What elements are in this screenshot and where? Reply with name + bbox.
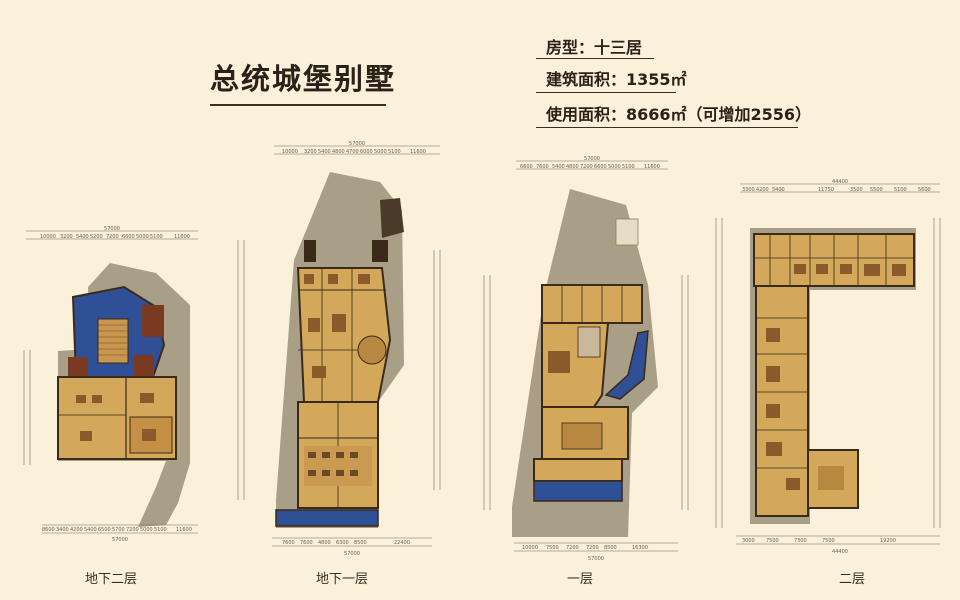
dimension-label: 5100 xyxy=(388,149,401,155)
dimension-label: 5400 xyxy=(318,149,331,155)
dimension-label: 7600 xyxy=(282,540,295,546)
dimension-label: 10000 xyxy=(40,234,56,240)
dimension-label: 6500 xyxy=(98,527,111,533)
floor-label-1f: 一层 xyxy=(566,572,594,587)
dimension-label: 57000 xyxy=(584,156,600,162)
dimension-label: 10000 xyxy=(282,149,298,155)
dimension-label: 44400 xyxy=(832,549,848,555)
dimension-label: 11600 xyxy=(174,234,190,240)
dimension-label: 11600 xyxy=(176,527,192,533)
spec-divider xyxy=(536,127,798,128)
dimension-label: 5400 xyxy=(76,234,89,240)
dimension-label: 19200 xyxy=(880,538,896,544)
floor-label-b1: 地下一层 xyxy=(315,572,369,587)
dimension-label: 6600 xyxy=(594,164,607,170)
dimension-label: 57000 xyxy=(104,226,120,232)
dimension-label: 3400 xyxy=(56,527,69,533)
dimension-label: 3300 xyxy=(742,187,755,193)
dimension-label: 5700 xyxy=(112,527,125,533)
spec-build-area: 建筑面积：1355㎡ xyxy=(546,70,687,89)
dimension-label: 57000 xyxy=(344,551,360,557)
title-underline xyxy=(210,104,386,106)
dimension-label: 8500 xyxy=(354,540,367,546)
dimension-label: 5400 xyxy=(772,187,785,193)
dimension-label: 5000 xyxy=(140,527,153,533)
dimension-label: 11600 xyxy=(410,149,426,155)
dimension-label: 7300 xyxy=(794,538,807,544)
dimension-label: 7200 xyxy=(126,527,139,533)
dimension-label: 5100 xyxy=(622,164,635,170)
dimension-label: 8500 xyxy=(604,545,617,551)
dimension-label: 4200 xyxy=(756,187,769,193)
dimension-label: 57000 xyxy=(112,537,128,543)
dimension-label: 6600 xyxy=(520,164,533,170)
dimension-label: 16300 xyxy=(632,545,648,551)
dimension-label: 4800 xyxy=(332,149,345,155)
floor-plan-2f: 44400 3300 4200 5400 11750 3500 5500 510… xyxy=(710,178,950,558)
dimension-label: 4700 xyxy=(346,149,359,155)
dimension-label: 4800 xyxy=(566,164,579,170)
dimension-label: 4200 xyxy=(70,527,83,533)
dimension-label: 7200 xyxy=(580,164,593,170)
dimension-label: 3200 xyxy=(304,149,317,155)
dimension-label: 22400 xyxy=(394,540,410,546)
dimension-label: 5100 xyxy=(150,234,163,240)
dimension-label: 5100 xyxy=(154,527,167,533)
dimension-label: 10000 xyxy=(522,545,538,551)
dimension-label: 5600 xyxy=(918,187,931,193)
dimension-label: 6300 xyxy=(336,540,349,546)
spec-usable-area: 使用面积：8666㎡（可增加2556） xyxy=(546,105,812,124)
floor-plan-b2: 57000 10000 3200 5400 5200 7200 6600 500… xyxy=(18,225,203,545)
dimension-label: 7500 xyxy=(822,538,835,544)
dimension-label: 8600 xyxy=(42,527,55,533)
dimension-label: 5200 xyxy=(90,234,103,240)
spec-divider xyxy=(536,58,654,59)
dimension-label: 7600 xyxy=(536,164,549,170)
dimension-label: 5400 xyxy=(84,527,97,533)
dimension-label: 5100 xyxy=(894,187,907,193)
dimension-label: 7200 xyxy=(566,545,579,551)
dimension-label: 7200 xyxy=(106,234,119,240)
dimension-label: 3000 xyxy=(742,538,755,544)
dimension-label: 57000 xyxy=(349,141,365,147)
floor-plan-1f: 57000 6600 7600 5400 4800 7200 6600 5000… xyxy=(478,155,698,565)
page-title: 总统城堡别墅 xyxy=(210,62,397,96)
dimension-label: 7500 xyxy=(766,538,779,544)
dimension-label: 6000 xyxy=(360,149,373,155)
floor-label-2f: 二层 xyxy=(838,572,866,587)
dimension-label: 3500 xyxy=(850,187,863,193)
dimension-label: 57000 xyxy=(588,556,604,562)
floor-plan-b1: 57000 10000 3200 5400 4800 4700 6000 500… xyxy=(232,140,447,560)
dimension-label: 44400 xyxy=(832,179,848,185)
dimension-label: 11750 xyxy=(818,187,834,193)
dimension-label: 11600 xyxy=(644,164,660,170)
dimension-label: 7600 xyxy=(300,540,313,546)
dimension-label: 5000 xyxy=(608,164,621,170)
floor-label-b2: 地下二层 xyxy=(84,572,138,587)
dimension-label: 4800 xyxy=(318,540,331,546)
spec-divider xyxy=(536,92,676,93)
spec-layout-type: 房型：十三居 xyxy=(546,38,643,57)
dimension-label: 6600 xyxy=(122,234,135,240)
dimension-label: 3200 xyxy=(60,234,73,240)
dimension-label: 5000 xyxy=(136,234,149,240)
dimension-label: 7500 xyxy=(546,545,559,551)
dimension-label: 5000 xyxy=(374,149,387,155)
dimension-label: 7200 xyxy=(586,545,599,551)
dimension-label: 5500 xyxy=(870,187,883,193)
dimension-label: 5400 xyxy=(552,164,565,170)
